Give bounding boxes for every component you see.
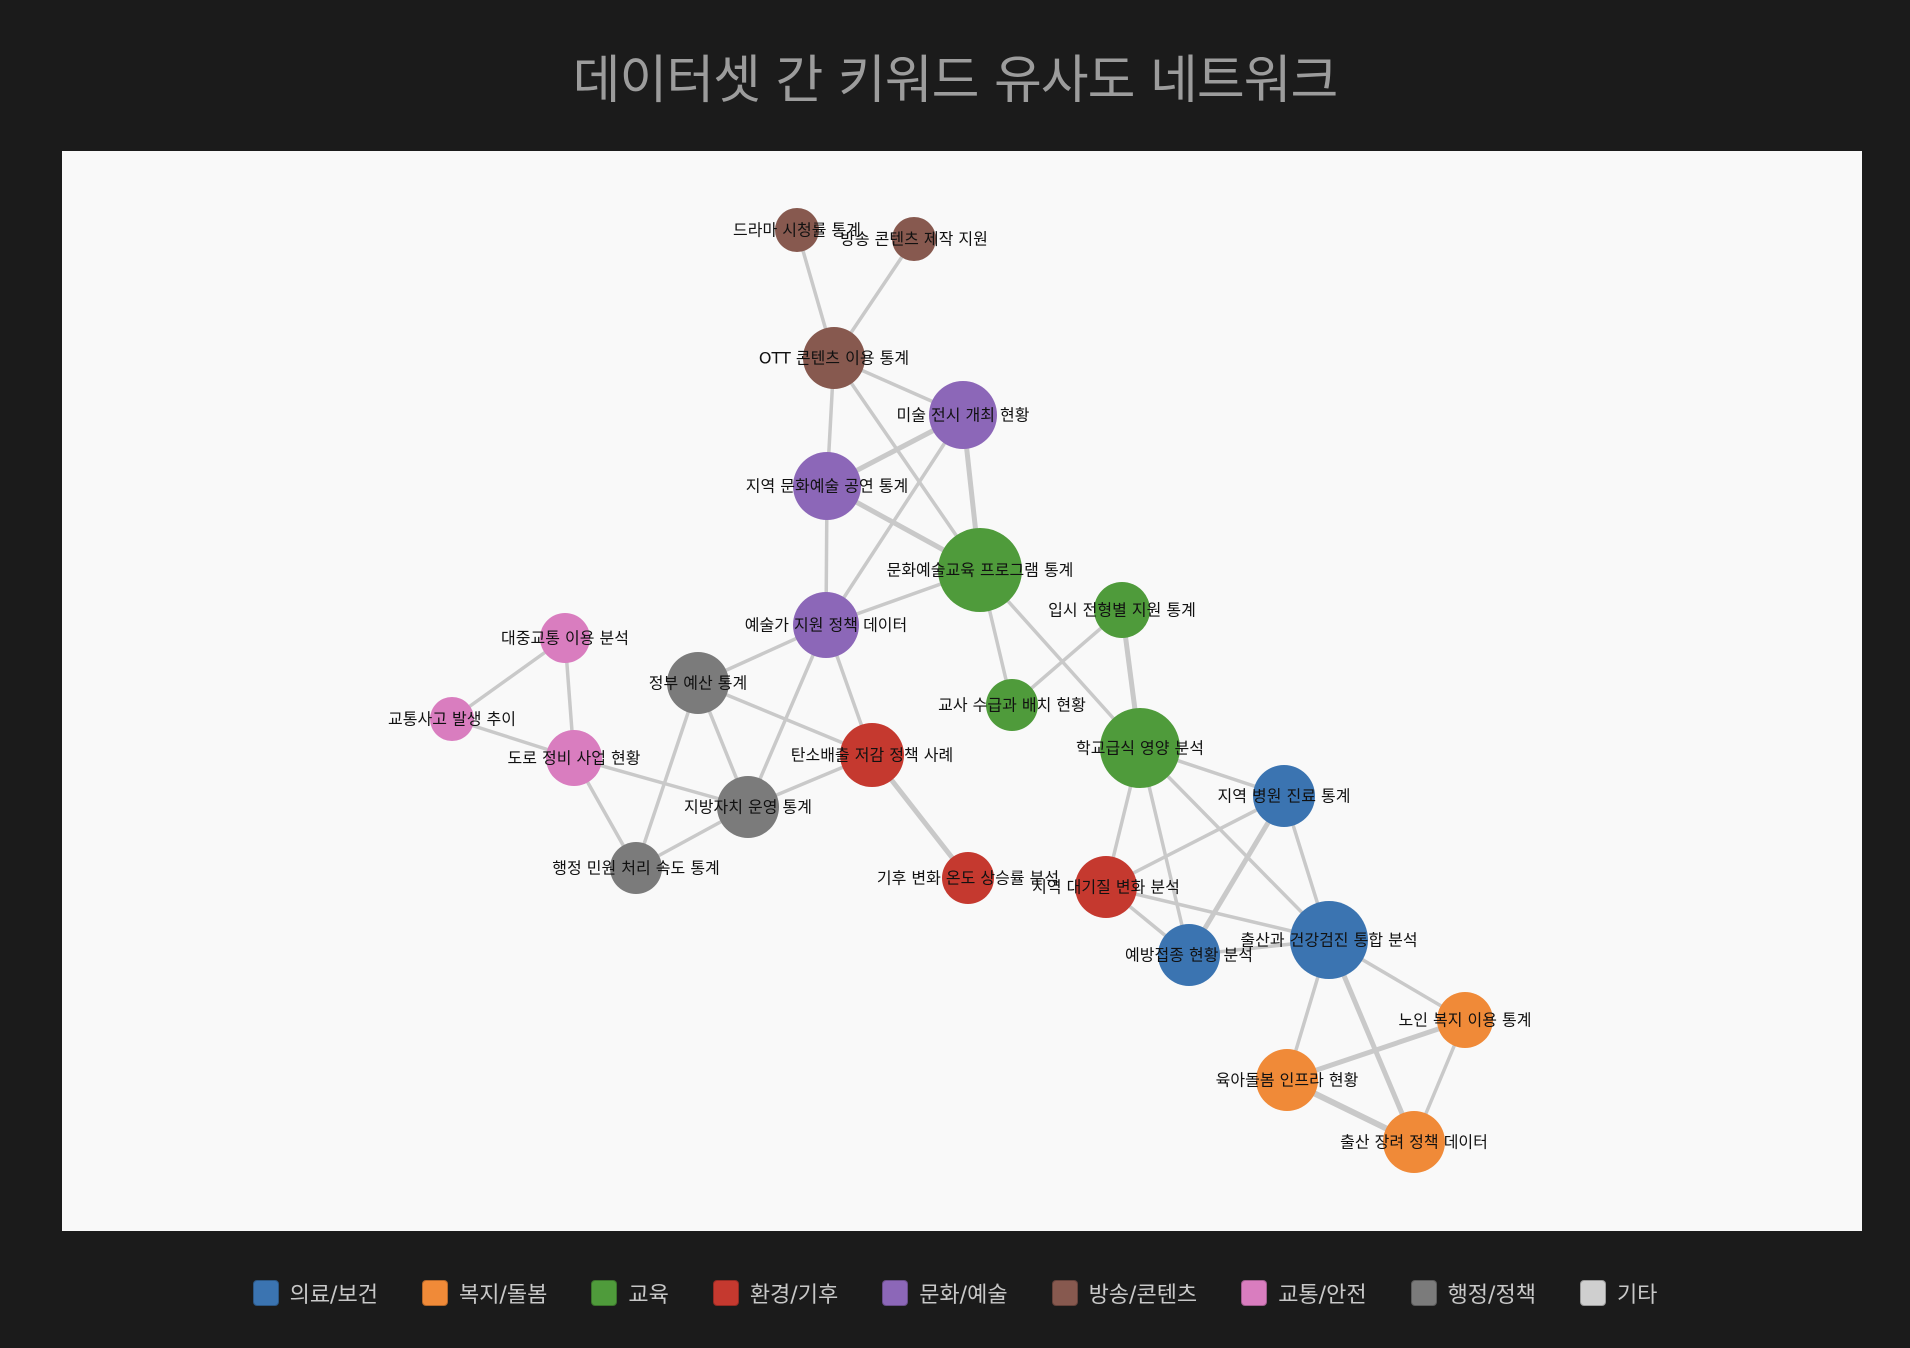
legend-label-env: 환경/기후 bbox=[749, 1283, 839, 1308]
legend-item-traffic[interactable]: 교통/안전 bbox=[1241, 1277, 1367, 1309]
legend-label-health: 의료/보건 bbox=[289, 1283, 378, 1308]
legend-item-health[interactable]: 의료/보건 bbox=[252, 1277, 378, 1309]
node-hospital[interactable] bbox=[1253, 765, 1315, 827]
node-art_exhibit[interactable] bbox=[929, 381, 997, 449]
legend-item-env[interactable]: 환경/기후 bbox=[712, 1277, 839, 1309]
node-admission[interactable] bbox=[1094, 582, 1150, 638]
node-label-elderly: 노인 복지 이용 통계 bbox=[1398, 1011, 1531, 1030]
node-culture_edu[interactable] bbox=[938, 528, 1022, 612]
legend-label-culture: 문화/예술 bbox=[919, 1283, 1008, 1308]
node-air[interactable] bbox=[1075, 856, 1137, 918]
node-civil[interactable] bbox=[610, 842, 662, 894]
node-label-regional_perf: 지역 문화예술 공연 통계 bbox=[746, 477, 908, 496]
legend-label-edu: 교육 bbox=[628, 1283, 669, 1308]
node-regional_perf[interactable] bbox=[793, 452, 861, 520]
node-label-air: 지역 대기질 변화 분석 bbox=[1032, 878, 1180, 897]
node-label-art_exhibit: 미술 전시 개최 현황 bbox=[896, 406, 1029, 425]
node-label-gov_budget: 정부 예산 통계 bbox=[649, 674, 748, 693]
legend-swatch-admin bbox=[1410, 1280, 1437, 1306]
edge-gov_budget-civil bbox=[634, 681, 700, 870]
legend-swatch-welfare bbox=[421, 1280, 448, 1306]
node-local_gov[interactable] bbox=[717, 776, 779, 838]
node-label-artist_support: 예술가 지원 정책 데이터 bbox=[745, 616, 907, 635]
chart-title: 데이터셋 간 키워드 유사도 네트워크 bbox=[572, 51, 1339, 111]
legend-label-broadcast: 방송/콘텐츠 bbox=[1088, 1283, 1198, 1308]
legend-swatch-other bbox=[1579, 1280, 1606, 1306]
legend-label-admin: 행정/정책 bbox=[1447, 1283, 1536, 1308]
node-label-civil: 행정 민원 처리 속도 통계 bbox=[552, 859, 720, 878]
legend-swatch-edu bbox=[591, 1280, 618, 1306]
legend-swatch-traffic bbox=[1241, 1280, 1268, 1306]
edge-hospital-air bbox=[1104, 794, 1286, 889]
node-climate[interactable] bbox=[942, 852, 994, 904]
node-label-carbon: 탄소배출 저감 정책 사례 bbox=[791, 746, 953, 765]
legend-item-other[interactable]: 기타 bbox=[1579, 1277, 1658, 1309]
legend-label-other: 기타 bbox=[1616, 1283, 1658, 1308]
node-label-hospital: 지역 병원 진료 통계 bbox=[1217, 787, 1350, 806]
node-childcare[interactable] bbox=[1256, 1049, 1318, 1111]
node-label-bcsupport: 방송 콘텐츠 제작 지원 bbox=[840, 230, 988, 249]
node-label-teacher: 교사 수급과 배치 현황 bbox=[938, 696, 1086, 715]
node-public_transit[interactable] bbox=[540, 613, 590, 663]
node-road[interactable] bbox=[546, 730, 602, 786]
edge-art_exhibit-artist_support bbox=[824, 413, 965, 627]
legend-item-edu[interactable]: 교육 bbox=[591, 1277, 669, 1309]
node-bcsupport[interactable] bbox=[892, 217, 936, 261]
node-label-drama: 드라마 시청률 통계 bbox=[733, 221, 861, 240]
node-label-checkup: 출산과 건강검진 통합 분석 bbox=[1240, 931, 1417, 950]
node-elderly[interactable] bbox=[1437, 992, 1493, 1048]
node-label-childcare: 육아돌봄 인프라 현황 bbox=[1216, 1071, 1359, 1090]
node-label-culture_edu: 문화예술교육 프로그램 통계 bbox=[887, 561, 1074, 580]
legend-item-admin[interactable]: 행정/정책 bbox=[1410, 1277, 1536, 1309]
edge-artist_support-local_gov bbox=[746, 623, 828, 809]
legend-item-culture[interactable]: 문화/예술 bbox=[882, 1277, 1008, 1309]
legend-label-welfare: 복지/돌봄 bbox=[458, 1283, 548, 1308]
nodes-layer bbox=[430, 208, 1493, 1173]
legend-swatch-culture bbox=[882, 1280, 909, 1306]
legend-item-welfare[interactable]: 복지/돌봄 bbox=[421, 1277, 548, 1309]
node-label-climate: 기후 변화 온도 상승률 분석 bbox=[877, 869, 1059, 888]
legend-item-broadcast[interactable]: 방송/콘텐츠 bbox=[1051, 1277, 1198, 1309]
edge-school_meal-checkup bbox=[1138, 746, 1331, 942]
node-vaccine[interactable] bbox=[1158, 924, 1220, 986]
node-birth_policy[interactable] bbox=[1383, 1111, 1445, 1173]
legend-swatch-health bbox=[252, 1280, 279, 1306]
edge-elderly-childcare bbox=[1284, 1017, 1468, 1083]
edge-ott-culture_edu bbox=[832, 356, 982, 572]
legend-swatch-broadcast bbox=[1051, 1280, 1078, 1306]
node-teacher[interactable] bbox=[986, 679, 1038, 731]
node-label-admission: 입시 전형별 지원 통계 bbox=[1048, 601, 1196, 620]
node-carbon[interactable] bbox=[840, 723, 904, 787]
node-checkup[interactable] bbox=[1290, 901, 1368, 979]
node-label-ott: OTT 콘텐츠 이용 통계 bbox=[759, 349, 909, 368]
node-label-birth_policy: 출산 장려 정책 데이터 bbox=[1340, 1133, 1488, 1152]
node-label-vaccine: 예방접종 현황 분석 bbox=[1125, 946, 1253, 965]
node-label-local_gov: 지방자치 운영 통계 bbox=[684, 798, 812, 817]
edges-layer bbox=[450, 228, 1468, 1145]
legend-swatch-env bbox=[712, 1280, 739, 1306]
node-label-school_meal: 학교급식 영양 분석 bbox=[1076, 739, 1204, 758]
legend-label-traffic: 교통/안전 bbox=[1278, 1283, 1367, 1308]
node-ott[interactable] bbox=[803, 327, 865, 389]
legend: 의료/보건 복지/돌봄 교육 환경/기후 문화/예술 방송/콘텐츠 교통/안전 행정/정책 기타 bbox=[0, 1275, 1910, 1311]
node-label-road: 도로 정비 사업 현황 bbox=[507, 749, 640, 768]
node-school_meal[interactable] bbox=[1100, 708, 1180, 788]
node-artist_support[interactable] bbox=[793, 592, 859, 658]
node-label-accident: 교통사고 발생 추이 bbox=[388, 710, 516, 729]
node-label-public_transit: 대중교통 이용 분석 bbox=[501, 629, 629, 648]
node-drama[interactable] bbox=[775, 208, 819, 252]
node-accident[interactable] bbox=[430, 697, 474, 741]
node-gov_budget[interactable] bbox=[667, 652, 729, 714]
